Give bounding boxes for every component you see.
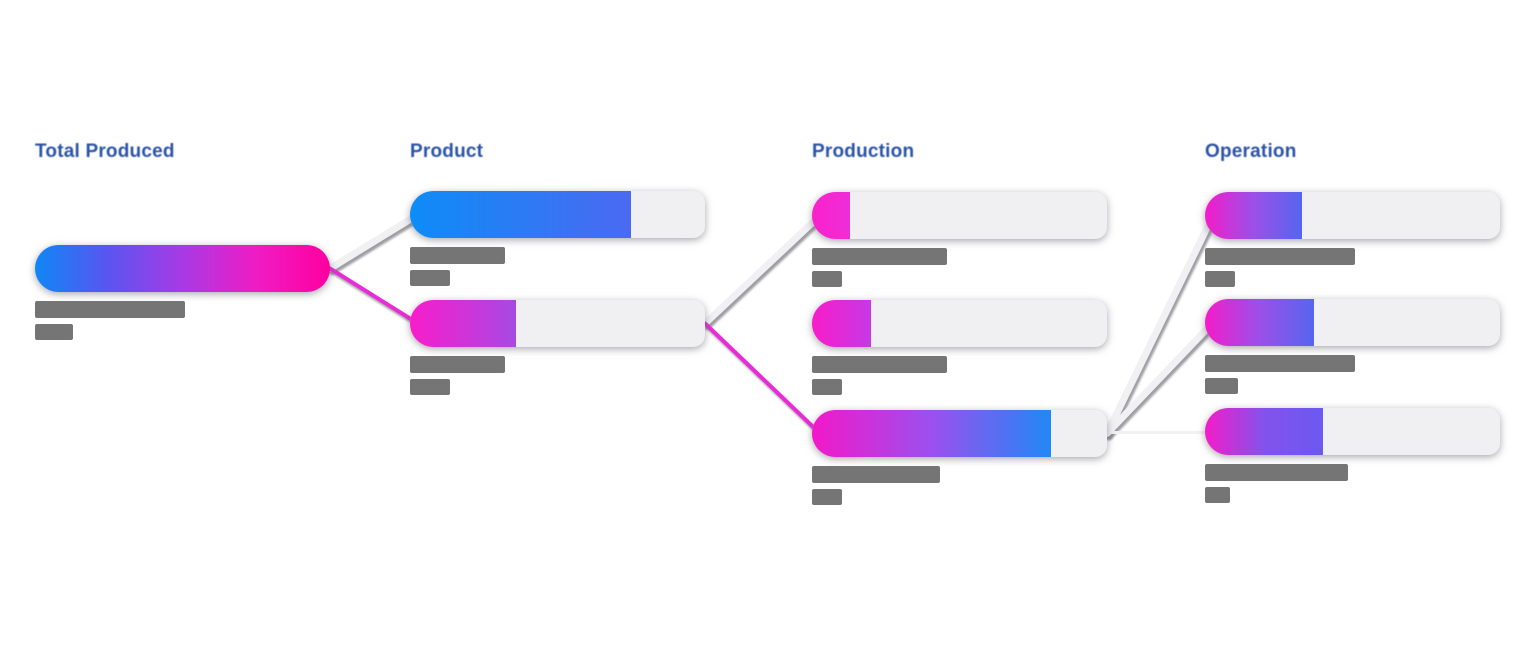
redacted-label-total-0-line2 — [35, 324, 73, 340]
column-header-production: Production — [812, 141, 915, 162]
redacted-label-product-0-line2 — [410, 270, 450, 286]
connector-total-0-to-product-0 — [326, 211, 422, 272]
redacted-label-product-1-line2 — [410, 379, 450, 395]
bar-operation-2-fill — [1205, 408, 1323, 455]
connector-production-2-to-operation-2 — [1103, 428, 1217, 437]
bar-product-0[interactable] — [410, 191, 705, 238]
bar-product-0-fill — [410, 191, 631, 238]
column-header-product: Product — [410, 141, 484, 162]
connector-production-2-to-operation-0 — [1103, 212, 1217, 437]
redacted-label-production-0-line2 — [812, 271, 842, 287]
bar-product-1[interactable] — [410, 300, 705, 347]
connector-production-2-to-operation-1 — [1103, 319, 1217, 437]
bar-operation-2[interactable] — [1205, 408, 1500, 455]
redacted-label-operation-1-line1 — [1205, 355, 1355, 372]
connector-product-1-to-production-2 — [703, 321, 822, 436]
redacted-label-operation-2-line2 — [1205, 487, 1230, 503]
redacted-label-operation-0-line2 — [1205, 271, 1235, 287]
bar-production-0-fill — [812, 192, 850, 239]
bar-production-1-fill — [812, 300, 871, 347]
column-header-operation: Operation — [1205, 141, 1297, 162]
redacted-label-operation-2-line1 — [1205, 464, 1348, 481]
column-header-total-produced: Total Produced — [35, 141, 175, 162]
bar-product-1-fill — [410, 300, 516, 347]
bar-operation-0[interactable] — [1205, 192, 1500, 239]
redacted-label-total-0-line1 — [35, 301, 185, 318]
bar-production-0[interactable] — [812, 192, 1107, 239]
bar-operation-0-fill — [1205, 192, 1302, 239]
redacted-label-product-1-line1 — [410, 356, 505, 373]
redacted-label-product-0-line1 — [410, 247, 505, 264]
bar-production-2-fill — [812, 410, 1051, 457]
redacted-label-production-0-line1 — [812, 248, 947, 265]
bar-operation-1-fill — [1205, 299, 1314, 346]
bar-production-1[interactable] — [812, 300, 1107, 347]
bar-total-0[interactable] — [35, 245, 330, 292]
redacted-label-operation-0-line1 — [1205, 248, 1355, 265]
connector-product-1-to-production-0 — [701, 212, 824, 327]
redacted-label-production-2-line1 — [812, 466, 940, 483]
connector-total-0-to-product-1 — [328, 266, 420, 326]
bar-total-0-fill — [35, 245, 330, 292]
bar-operation-1[interactable] — [1205, 299, 1500, 346]
redacted-label-production-2-line2 — [812, 489, 842, 505]
redacted-label-operation-1-line2 — [1205, 378, 1238, 394]
redacted-label-production-1-line1 — [812, 356, 947, 373]
redacted-label-production-1-line2 — [812, 379, 842, 395]
bar-production-2[interactable] — [812, 410, 1107, 457]
